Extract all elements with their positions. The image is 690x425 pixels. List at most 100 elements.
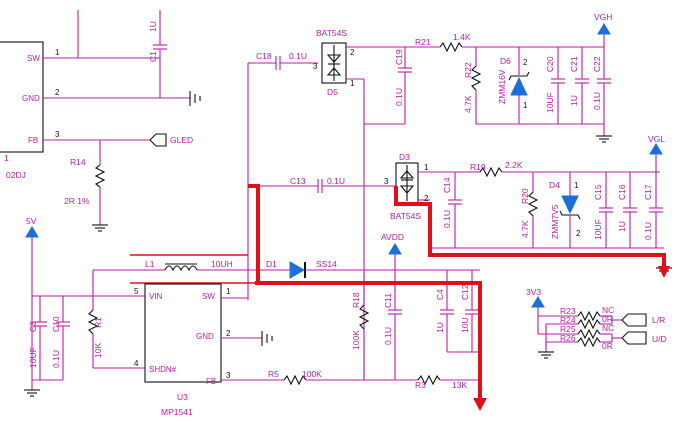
gled-port: GLED <box>149 133 193 147</box>
c17-ref: C17 <box>643 184 653 200</box>
l1-ref: L1 <box>145 259 155 269</box>
r21-value: 1.4K <box>453 32 471 42</box>
c19-ref: C19 <box>394 49 404 65</box>
d3-ref: D3 <box>399 152 410 162</box>
d4-ref: D4 <box>549 180 560 190</box>
lr-label: L/R <box>652 315 665 325</box>
r5-ref: R5 <box>268 369 279 379</box>
r23-value: NC <box>602 305 614 315</box>
u3-pin-vin: VIN <box>149 292 163 301</box>
c15-ref: C15 <box>593 184 603 200</box>
r19-ref: R19 <box>470 162 486 172</box>
c14-value: 0.1U <box>442 210 452 228</box>
v3v3-label: 3V3 <box>526 287 541 297</box>
r3-ref: R3 <box>415 380 426 390</box>
d3-pin2: 2 <box>424 194 429 203</box>
c20-ref: C20 <box>545 56 555 72</box>
gnd-symbol <box>189 91 201 106</box>
u3-pin-shdn: SHDN# <box>149 365 177 374</box>
r14-value: 2R 1% <box>64 196 90 206</box>
c15-value: 10UF <box>593 219 603 240</box>
r1-value: 10K <box>93 343 103 358</box>
r20-value: 4.7K <box>520 220 530 238</box>
r24-ref: R24 <box>560 315 576 325</box>
u3-part: MP1541 <box>161 407 193 417</box>
r14: R14 2R 1% <box>64 140 108 232</box>
left-ic-pin2: 2 <box>55 88 60 97</box>
r26-value: 0R <box>602 341 613 351</box>
strap-resistors: 3V3 L/R U/D R23 R24 R25 R26 NC 0R N <box>526 287 667 359</box>
d1-value: SS14 <box>316 259 337 269</box>
r25-value: NC <box>602 323 614 333</box>
r18-value: 100K <box>351 330 361 350</box>
c11-ref: C11 <box>383 293 393 308</box>
highlight-paths <box>248 184 670 411</box>
c3-value: 10UF <box>28 347 38 368</box>
d3-part: BAT54S <box>390 211 421 221</box>
gled-label: GLED <box>170 135 193 145</box>
d6-pin2: 2 <box>523 58 528 67</box>
d4-pin1: 1 <box>574 181 579 190</box>
left-ic-pin-gnd: GND <box>22 94 40 103</box>
c17-value: 0.1U <box>643 222 653 240</box>
left-ic-pin-sw: SW <box>27 54 40 63</box>
u3-pin-gnd: GND <box>196 332 214 341</box>
avdd-section: AVDD R18 100K C11 0.1U C4 1U C12 10U <box>351 232 480 380</box>
c4-ref: C4 <box>435 289 445 300</box>
vgh-label: VGH <box>594 12 612 22</box>
d5-pin3: 3 <box>313 62 318 71</box>
c21-ref: C21 <box>569 56 579 72</box>
c14-ref: C14 <box>442 177 452 193</box>
vgh-section: C18 0.1U BAT54S D5 2 3 1 C19 0.1U R21 1.… <box>247 12 612 380</box>
l1-value: 10UH <box>211 259 233 269</box>
d5-pin1: 1 <box>350 79 355 88</box>
c12-ref: C12 <box>460 284 470 300</box>
d5-part: BAT54S <box>316 28 347 38</box>
c18-value: 0.1U <box>289 51 307 61</box>
u3-n2: 2 <box>226 329 231 338</box>
u3-n1: 1 <box>226 287 231 296</box>
c13-ref: C13 <box>290 176 306 186</box>
left-ic-pin-fb: FB <box>28 136 38 145</box>
left-ic-pin1: 1 <box>55 48 60 57</box>
ud-label: U/D <box>652 334 667 344</box>
c12-value: 10U <box>460 317 470 333</box>
r19-value: 2.2K <box>505 160 523 170</box>
r5-value: 100K <box>302 369 322 379</box>
c1-ref: C1 <box>148 51 158 62</box>
d3-pin3: 3 <box>384 177 389 186</box>
u3-n5: 5 <box>134 287 139 296</box>
r22-ref: R22 <box>463 62 473 78</box>
boost-section: L1 10UH D1 SS14 <box>93 254 480 284</box>
left-ic-pin3: 3 <box>55 130 60 139</box>
u3-section: 5V C3 10UF C10 0.1U R1 10K VIN SW GND <box>24 216 480 417</box>
c22-value: 0.1U <box>592 92 602 110</box>
c16-value: 1U <box>617 221 627 232</box>
r21-ref: R21 <box>415 37 431 47</box>
r18-ref: R18 <box>351 292 361 308</box>
c22-ref: C22 <box>592 56 602 72</box>
v5-label: 5V <box>26 216 37 226</box>
c10-value: 0.1U <box>51 350 61 368</box>
r22-value: 4.7K <box>463 95 473 113</box>
c11-value: 0.1U <box>383 327 393 345</box>
u3-ref: U3 <box>177 392 188 402</box>
c18-ref: C18 <box>256 51 272 61</box>
r24-value: 0R <box>602 314 613 324</box>
u3-pin-sw: SW <box>202 292 215 301</box>
u3-n3: 3 <box>226 371 231 380</box>
c1-value: 1U <box>148 21 158 32</box>
r26-ref: R26 <box>560 333 576 343</box>
d4-value: ZMM7V5 <box>550 204 560 239</box>
left-ic-suffix: 02DJ <box>6 170 26 180</box>
r1-ref: R1 <box>93 317 103 328</box>
d6-pin1: 1 <box>523 101 528 110</box>
r3-value: 13K <box>452 380 467 390</box>
c19-value: 0.1U <box>394 88 404 106</box>
avdd-label: AVDD <box>381 232 404 242</box>
d5-pin2: 2 <box>350 48 355 57</box>
d6-ref: D6 <box>500 56 511 66</box>
d5-ref: D5 <box>327 87 338 97</box>
r14-ref: R14 <box>70 157 86 167</box>
c20-value: 10UF <box>545 92 555 113</box>
